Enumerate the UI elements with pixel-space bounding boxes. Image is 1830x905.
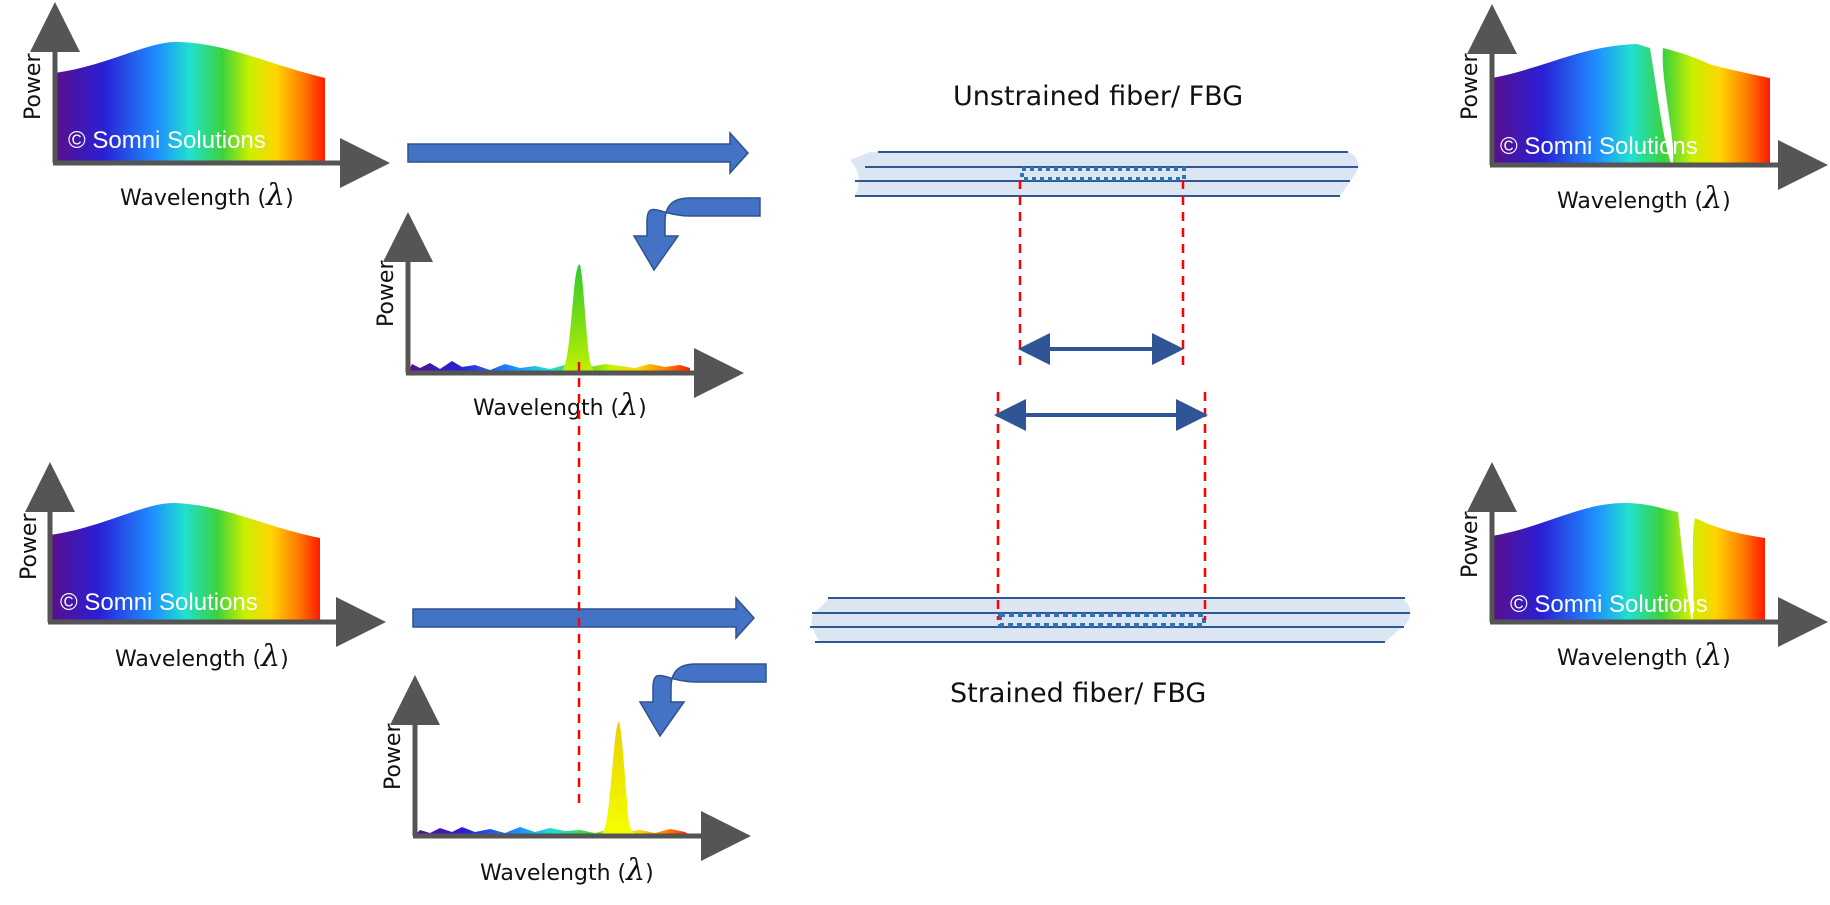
strained-fiber (810, 597, 1411, 643)
reflected-spectrum-bottom: Power Wavelength (λ) (381, 675, 751, 888)
reflected-spectrum-top: Power Wavelength (λ) (374, 212, 744, 423)
unstrained-fiber-title: Unstrained fiber/ FBG (953, 81, 1243, 112)
watermark: © Somni Solutions (1500, 133, 1698, 160)
x-axis-label: Wavelength (λ) (1557, 638, 1731, 673)
fiber-cladding (850, 152, 1359, 196)
x-axis-label: Wavelength (λ) (473, 388, 647, 423)
y-axis-label: Power (374, 260, 399, 327)
watermark: © Somni Solutions (68, 127, 266, 154)
x-axis-label: Wavelength (λ) (1557, 181, 1731, 216)
transmitted-spectrum-bottom: © Somni Solutions Power Wavelength (λ) (1458, 462, 1828, 673)
input-arrow-top (407, 131, 750, 175)
x-axis-label: Wavelength (λ) (120, 178, 294, 213)
reflection-arrow-bottom (638, 663, 767, 738)
spectrum-area (55, 41, 325, 163)
spectrum-area (1492, 44, 1770, 165)
spectrum-area (50, 502, 320, 622)
reflection-arrow-top (632, 197, 761, 272)
noise-floor (408, 361, 690, 372)
y-axis-label: Power (17, 513, 42, 580)
input-spectrum-top: © Somni Solutions Power Wavelength (λ) (21, 2, 390, 213)
reflection-peak (600, 721, 640, 835)
input-arrow-bottom (412, 596, 756, 640)
reflection-peak (560, 264, 600, 372)
transmitted-spectrum-top: © Somni Solutions Power Wavelength (λ) (1458, 4, 1828, 216)
strained-fiber-title: Strained fiber/ FBG (950, 678, 1206, 709)
fiber-cladding (811, 598, 1411, 642)
watermark: © Somni Solutions (60, 589, 258, 616)
y-axis-label: Power (1458, 511, 1483, 578)
y-axis-label: Power (21, 53, 46, 120)
watermark: © Somni Solutions (1510, 591, 1708, 618)
y-axis-label: Power (1458, 53, 1483, 120)
input-spectrum-bottom: © Somni Solutions Power Wavelength (λ) (17, 462, 386, 674)
spectrum-area (1492, 503, 1765, 622)
x-axis-label: Wavelength (λ) (115, 639, 289, 674)
y-axis-label: Power (381, 723, 406, 790)
unstrained-fiber (850, 151, 1359, 197)
x-axis-label: Wavelength (λ) (480, 853, 654, 888)
bragg-grating (1020, 167, 1186, 181)
